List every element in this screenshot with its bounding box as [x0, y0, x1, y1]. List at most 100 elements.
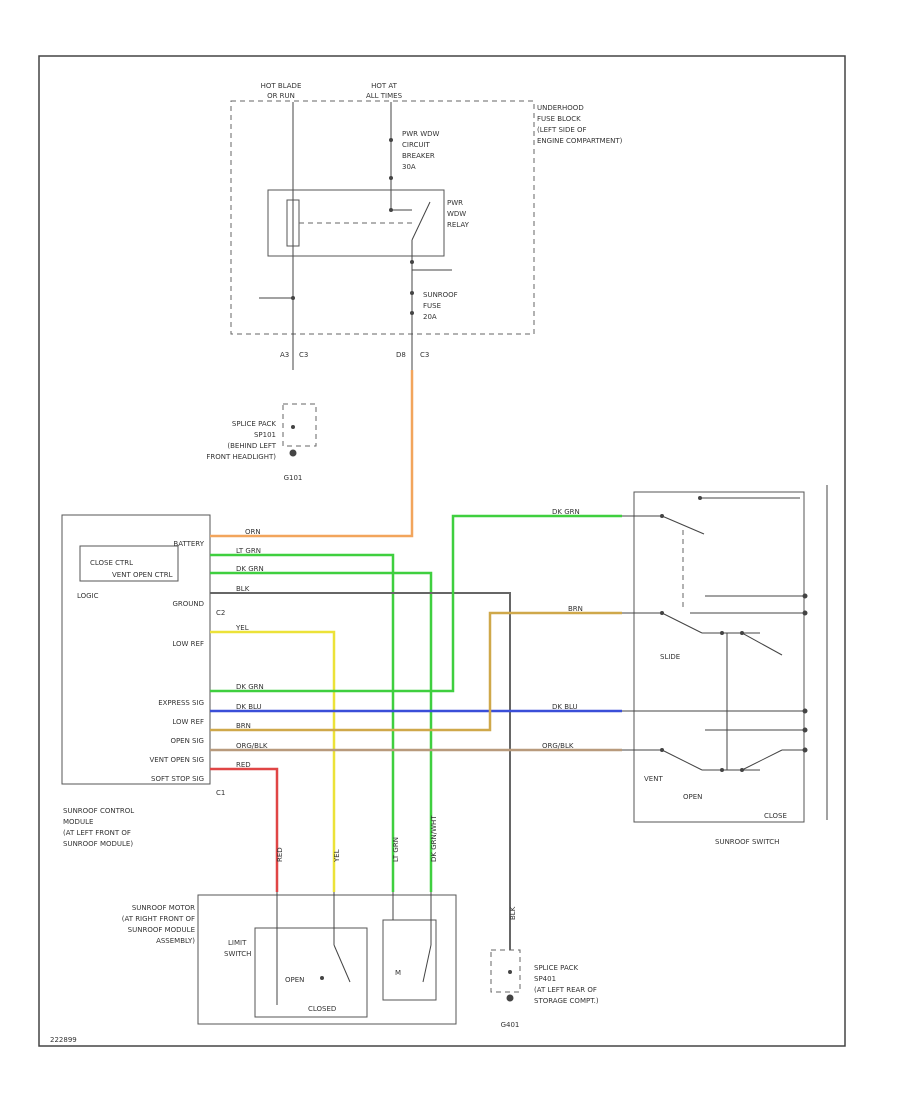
vent-open-ctrl-label: VENT OPEN CTRL	[112, 571, 173, 579]
vent-open-wire-color-label-module: ORG/BLK	[236, 742, 268, 750]
motor-switch-blade	[422, 944, 432, 983]
close-ctrl-wire-color-label: LT GRN	[236, 547, 261, 555]
left-connector-pin: A3	[280, 351, 289, 359]
sunroof-motor-box	[197, 894, 457, 1025]
sunroof-fuse-label-1: SUNROOF	[423, 291, 458, 299]
left-connector-id: C3	[299, 351, 308, 359]
express-wire-color-label-switch: DK GRN	[552, 508, 580, 516]
vent-label: VENT	[644, 775, 663, 783]
pin-vent-open-sig-label: VENT OPEN SIG	[150, 756, 205, 764]
module-desc-1: SUNROOF CONTROL	[63, 807, 134, 815]
close-ctrl-block	[79, 545, 179, 582]
pin-low-ref-1-label: LOW REF	[172, 640, 204, 648]
ground-vertical-color-label: BLK	[509, 906, 517, 920]
pin-battery-label: BATTERY	[173, 540, 204, 548]
fuse-block-label-1: UNDERHOOD	[537, 104, 584, 112]
battery-feed-wire-orange	[210, 370, 414, 538]
right-connector-pin: D8	[396, 351, 406, 359]
vent-ctrl-vertical-color-label: DK GRN/WHT	[430, 815, 438, 862]
logic-label: LOGIC	[77, 592, 99, 600]
splice-left-label-2: SP101	[254, 431, 276, 439]
hot-all-label-2: ALL TIMES	[366, 92, 403, 100]
close-ctrl-label: CLOSE CTRL	[90, 559, 133, 567]
splice-left-label-4: FRONT HEADLIGHT)	[206, 453, 276, 461]
soft-stop-vertical-color-label: RED	[276, 847, 284, 862]
soft-stop-wire-red	[210, 767, 279, 892]
sunroof-switch-label: SUNROOF SWITCH	[715, 838, 779, 846]
module-desc-3: (AT LEFT FRONT OF	[63, 829, 131, 837]
sunroof-fuse-label-2: FUSE	[423, 302, 441, 310]
underhood-fuse-block-outline	[230, 100, 535, 335]
limit-closed-label: CLOSED	[308, 1005, 336, 1013]
slide-label: SLIDE	[660, 653, 680, 661]
low-ref-wire-color-label: YEL	[235, 624, 249, 632]
slide-contact-dot-1	[720, 631, 724, 635]
vent-close-blade	[741, 749, 783, 771]
hot-blade-label-2: OR RUN	[267, 92, 295, 100]
ground-g101-label: G101	[284, 474, 303, 482]
switch-lower-rail-dot	[802, 727, 808, 733]
connector-c2-label: C2	[216, 609, 225, 617]
motor-desc-2: (AT RIGHT FRONT OF	[122, 915, 195, 923]
ground-wire-black	[210, 592, 511, 950]
splice-right-label-3: (AT LEFT REAR OF	[534, 986, 597, 994]
battery-wire-color-label: ORN	[245, 528, 261, 536]
sunroof-control-module-box	[61, 514, 211, 785]
close-ctrl-vertical-color-label: LT GRN	[392, 837, 400, 862]
relay-label-1: PWR	[447, 199, 463, 207]
open-sig-wire-color-label-switch: BRN	[568, 605, 583, 613]
fuse-block-label-2: FUSE BLOCK	[537, 115, 581, 123]
pin-ground-label: GROUND	[172, 600, 204, 608]
diagram-frame	[38, 55, 846, 1047]
sunroof-fuse-label-3: 20A	[423, 313, 437, 321]
power-window-relay-box	[267, 189, 445, 257]
pin-express-sig-label: EXPRESS SIG	[158, 699, 204, 707]
sunroof-fuse-top	[410, 291, 414, 295]
splice-pack-sp401-node	[508, 970, 512, 974]
module-desc-2: MODULE	[63, 818, 93, 826]
fuse-block-label-3: (LEFT SIDE OF	[537, 126, 587, 134]
slide-close-blade	[741, 632, 783, 656]
breaker-bottom-terminal	[389, 176, 393, 180]
splice-pack-sp101-node	[291, 425, 295, 429]
hot-all-label-1: HOT AT	[371, 82, 398, 90]
hot-blade-label-1: HOT BLADE	[261, 82, 302, 90]
breaker-top-terminal	[389, 138, 393, 142]
slide-switch-blade	[661, 612, 703, 634]
vent-switch-blade	[661, 749, 703, 771]
vent-ctrl-wire-dk-green	[210, 571, 433, 892]
express-contact-dot	[698, 496, 702, 500]
splice-left-label-1: SPLICE PACK	[232, 420, 276, 428]
express-sig-wire-dk-green	[210, 514, 622, 693]
motor-symbol: M	[395, 969, 401, 977]
breaker-label-4: 30A	[402, 163, 416, 171]
limit-switch-label-1: LIMIT	[228, 939, 247, 947]
relay-contact-arm	[411, 201, 431, 241]
splice-right-label-1: SPLICE PACK	[534, 964, 578, 972]
low-ref-vertical-color-label: YEL	[333, 849, 341, 863]
open-sig-wire-brown	[210, 611, 622, 732]
low-ref-2-wire-color-label-switch: DK BLU	[552, 703, 578, 711]
switch-upper-rail-dot	[802, 593, 808, 599]
open-sig-wire-color-label-module: BRN	[236, 722, 251, 730]
express-switch-blade	[661, 515, 705, 535]
relay-output-terminal	[410, 260, 414, 264]
limit-open-label: OPEN	[285, 976, 304, 984]
low-ref-2-wire-color-label-module: DK BLU	[236, 703, 262, 711]
limit-switch-label-2: SWITCH	[224, 950, 251, 958]
sunroof-fuse-bottom	[410, 311, 414, 315]
breaker-label-3: BREAKER	[402, 152, 435, 160]
connector-c1-label: C1	[216, 789, 225, 797]
motor-desc-1: SUNROOF MOTOR	[132, 904, 195, 912]
motor-desc-4: ASSEMBLY)	[156, 937, 195, 945]
express-wire-color-label-module: DK GRN	[236, 683, 264, 691]
fuse-block-node-left	[291, 296, 295, 300]
breaker-label-1: PWR WDW	[402, 130, 440, 138]
soft-stop-wire-color-label: RED	[236, 761, 251, 769]
vent-open-wire-color-label-switch: ORG/BLK	[542, 742, 574, 750]
fuse-block-label-4: ENGINE COMPARTMENT)	[537, 137, 623, 145]
splice-pack-sp101-outline	[282, 403, 317, 447]
relay-label-2: WDW	[447, 210, 466, 218]
limit-switch-contact	[320, 976, 324, 980]
